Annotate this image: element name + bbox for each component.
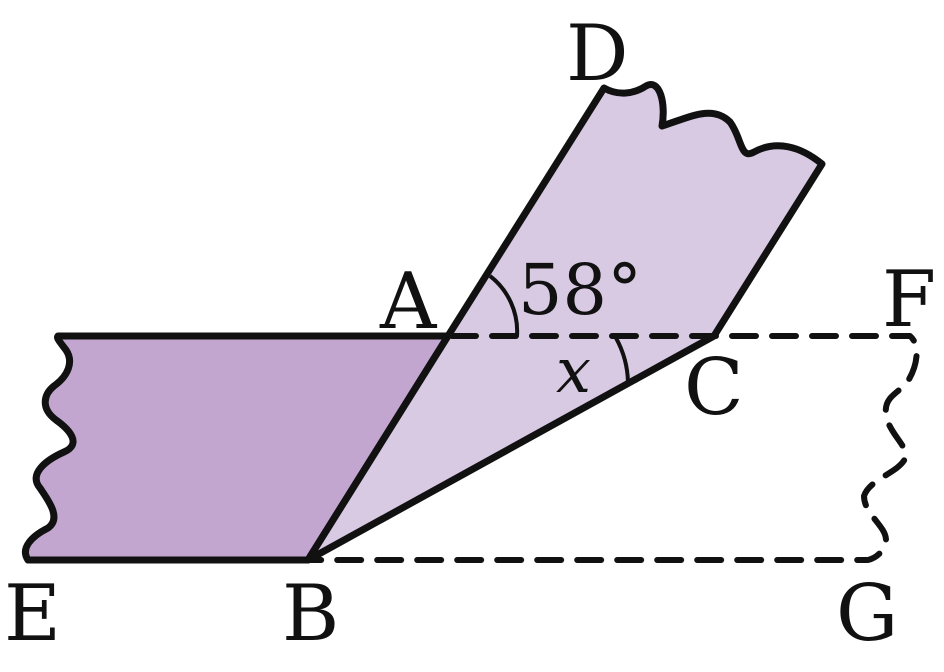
label-D: D xyxy=(566,9,629,99)
label-C: C xyxy=(684,343,744,433)
label-B: B xyxy=(282,569,339,659)
angle-arc-58 xyxy=(488,274,520,337)
angle-label-x: x xyxy=(556,334,591,407)
label-A: A xyxy=(379,257,438,347)
label-F: F xyxy=(882,255,936,345)
label-G: G xyxy=(836,569,898,659)
original-position-outline xyxy=(305,333,920,563)
angle-arc-x xyxy=(614,337,630,385)
folded-flap xyxy=(304,81,826,564)
angle-label-58: 58° xyxy=(518,249,642,331)
label-E: E xyxy=(4,569,61,659)
